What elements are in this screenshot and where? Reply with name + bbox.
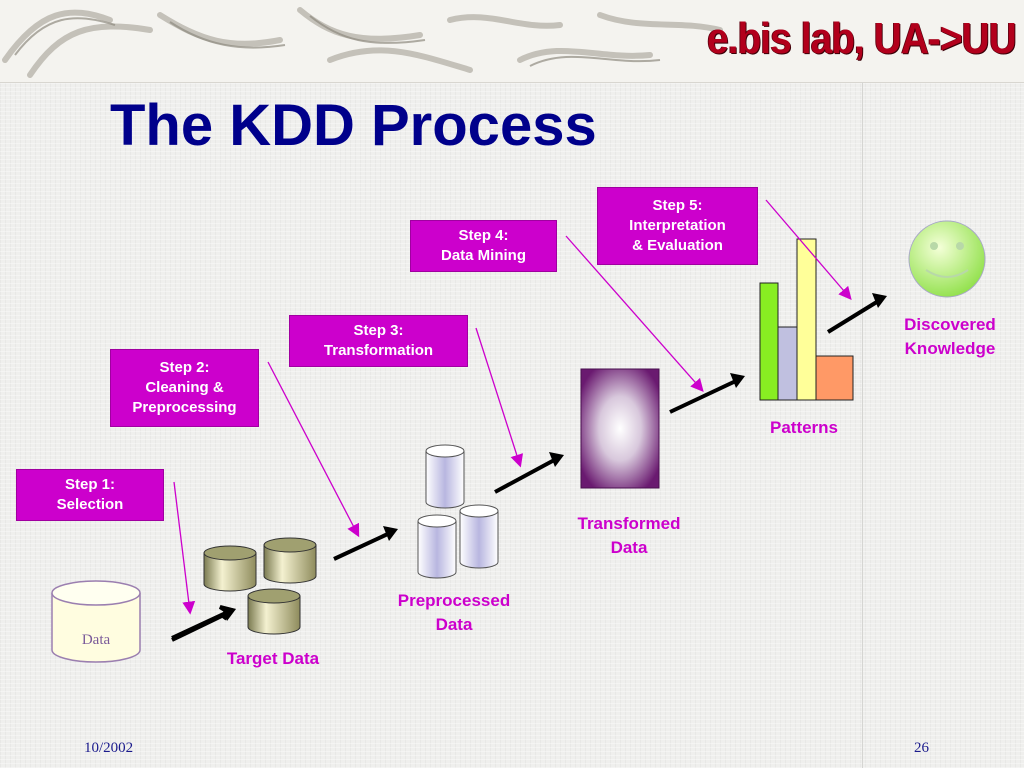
step-pointer-lines — [173, 199, 852, 615]
slide-title: The KDD Process — [110, 93, 597, 158]
transformed-label-line1: Transformed — [577, 514, 681, 533]
knowledge-label: Discovered Knowledge — [888, 313, 1012, 361]
preprocessed-data-cylinders — [417, 444, 499, 579]
step-3-label: Step 3: — [353, 322, 404, 339]
flow-arrow-5 — [826, 293, 887, 334]
step-3-name: Transformation — [323, 342, 434, 359]
lab-brand-title: e.bis lab, UA->UU — [707, 14, 1017, 63]
preprocessed-label-line1: Preprocessed — [397, 591, 511, 610]
step-5-label: Step 5: — [652, 197, 703, 214]
banner-swirl-decoration — [2, 7, 723, 78]
knowledge-label-line2: Knowledge — [904, 339, 996, 358]
step-2-box: Step 2: Cleaning & Preprocessing — [110, 349, 259, 427]
step-1-label: Step 1: — [64, 476, 115, 493]
flow-arrow-4 — [669, 373, 745, 414]
target-data-label: Target Data — [226, 649, 320, 668]
patterns-bars — [759, 238, 854, 401]
footer-date: 10/2002 — [84, 740, 134, 756]
step-4-name: Data Mining — [441, 247, 526, 264]
data-label: Data — [81, 632, 111, 648]
header-banner: e.bis lab, UA->UU — [0, 0, 1024, 83]
flow-arrow-1 — [171, 605, 236, 640]
target-data-cylinders — [203, 537, 317, 635]
step-2-label: Step 2: — [159, 359, 210, 376]
transformed-label-line2: Data — [610, 538, 648, 557]
footer-page-number: 26 — [914, 740, 929, 756]
data-cylinder — [51, 580, 141, 663]
step-4-label: Step 4: — [458, 227, 509, 244]
step-5-box: Step 5: Interpretation & Evaluation — [597, 187, 758, 265]
step-3-box: Step 3: Transformation — [289, 315, 468, 367]
preprocessed-label-line2: Data — [435, 615, 473, 634]
flow-arrow-2 — [333, 526, 398, 561]
smiley-face-icon — [908, 220, 986, 298]
step-2-name-line2: Preprocessing — [132, 399, 237, 416]
knowledge-label-line1: Discovered — [904, 315, 996, 334]
transformed-data-box — [580, 368, 660, 489]
step-5-name-line1: Interpretation — [629, 217, 726, 234]
step-1-box: Step 1: Selection — [16, 469, 164, 521]
flow-arrow-3 — [494, 452, 564, 494]
transformed-data-label: Transformed Data — [556, 512, 702, 560]
divider-line — [862, 82, 863, 768]
preprocessed-data-label: Preprocessed Data — [380, 589, 528, 637]
step-2-name-line1: Cleaning & — [145, 379, 224, 396]
step-1-name: Selection — [56, 496, 124, 513]
step-4-box: Step 4: Data Mining — [410, 220, 557, 272]
patterns-label: Patterns — [769, 418, 839, 437]
step-5-name-line2: & Evaluation — [632, 237, 723, 254]
